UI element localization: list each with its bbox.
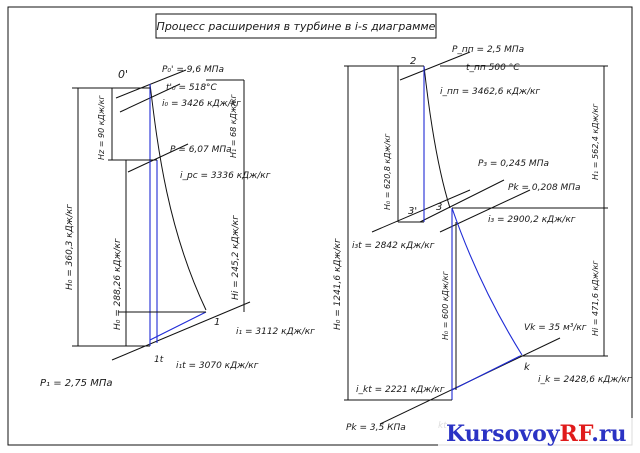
expansion-curve-ipc: [423, 65, 451, 209]
label-ipp: i_пп = 3462,6 кДж/кг: [440, 87, 540, 97]
label-i3t: i₃t = 2842 кДж/кг: [352, 241, 435, 251]
label-point-0prime: 0': [118, 68, 128, 81]
isobar-ppp: [399, 51, 471, 81]
line-1t-1: [149, 311, 207, 341]
label-point-1t: 1t: [154, 355, 164, 365]
label-i1t: i₁t = 3070 кДж/кг: [176, 361, 259, 371]
watermark-part3: .ru: [591, 421, 626, 447]
drawing-frame: [7, 6, 633, 446]
label-point-3: 3: [436, 202, 442, 213]
watermark-text: KursovoyRF.ru: [446, 421, 626, 447]
watermark-bg: [438, 418, 634, 448]
label-p1: P₁ = 2,75 МПа: [40, 378, 113, 389]
line-kt-k: [451, 355, 521, 391]
label-tpp: t_пп 500 °C: [466, 63, 520, 73]
label-h0-cvd-cnd: H₀ = 1241,6 кДж/кг: [333, 238, 343, 330]
hpc-expansion: 0' P₀' = 9,6 МПа t'₀ = 518°C i₀ = 3426 к…: [40, 65, 315, 389]
label-point-3prime: 3': [408, 206, 417, 217]
isobar-pk-small: [439, 189, 531, 233]
label-i1: i₁ = 3112 кДж/кг: [236, 327, 315, 337]
expansion-curve-hpc: [149, 83, 207, 311]
label-h1-mod: H₁ = 68 кДж/кг: [229, 93, 238, 158]
isobar-p3-prime: [371, 189, 471, 233]
label-i3: i₃ = 2900,2 кДж/кг: [488, 215, 576, 225]
label-vk: Vk = 35 м³/кг: [524, 323, 587, 333]
label-hz-left: Hz = 90 кДж/кг: [97, 94, 106, 160]
isobar-p0-prime: [115, 69, 187, 99]
label-point-1: 1: [214, 317, 220, 328]
label-h1-cvd: H₁ = 562,4 кДж/кг: [591, 103, 600, 180]
label-hi-left: Hi = 245,2 кДж/кг: [231, 215, 241, 300]
label-ik: i_k = 2428,6 кДж/кг: [538, 375, 632, 385]
label-ppp: P_пп = 2,5 МПа: [452, 45, 524, 55]
label-h0-cvd: H₀ = 620,8 кДж/кг: [383, 133, 392, 210]
label-p3: P₃ = 0,245 МПа: [478, 159, 549, 169]
ipc-lpc-expansion: 2 P_пп = 2,5 МПа t_пп 500 °C i_пп = 3462…: [333, 45, 632, 433]
label-pk-small: Pk = 0,208 МПа: [508, 183, 581, 193]
label-ikt: i_kt = 2221 кДж/кг: [356, 385, 445, 395]
label-point-k: k: [524, 362, 531, 373]
title-box: [155, 13, 437, 39]
isobar-prc: [127, 143, 189, 173]
label-hi-cnd: Hi = 471,6 кДж/кг: [591, 260, 600, 336]
isobar-p1: [111, 301, 251, 361]
watermark-part2: RF: [560, 421, 594, 447]
label-h0-mid: H₀ = 288,26 кДж/кг: [113, 238, 123, 330]
label-pk-cond: Pk = 3,5 КПа: [346, 423, 406, 433]
label-point-2: 2: [410, 56, 416, 67]
isobar-p3: [419, 179, 505, 223]
label-i0: i₀ = 3426 кДж/кг: [162, 99, 241, 109]
label-h0-cnd: H₀ = 600 кДж/кг: [441, 270, 450, 340]
label-h0-total-left: H₀ = 360,3 кДж/кг: [65, 204, 75, 290]
diagram-title: Процесс расширения в турбине в i-s диагр…: [157, 20, 436, 33]
label-t0-prime: t'₀ = 518°C: [166, 83, 218, 93]
label-irc: i_рс = 3336 кДж/кг: [180, 171, 271, 181]
expansion-curve-lpc: [451, 207, 523, 356]
watermark-part1: Kursovoy: [446, 421, 561, 447]
label-p0-prime: P₀' = 9,6 МПа: [162, 65, 224, 75]
site-watermark: KursovoyRF.ru: [438, 418, 634, 448]
label-prc: P = 6,07 МПа: [170, 145, 232, 155]
